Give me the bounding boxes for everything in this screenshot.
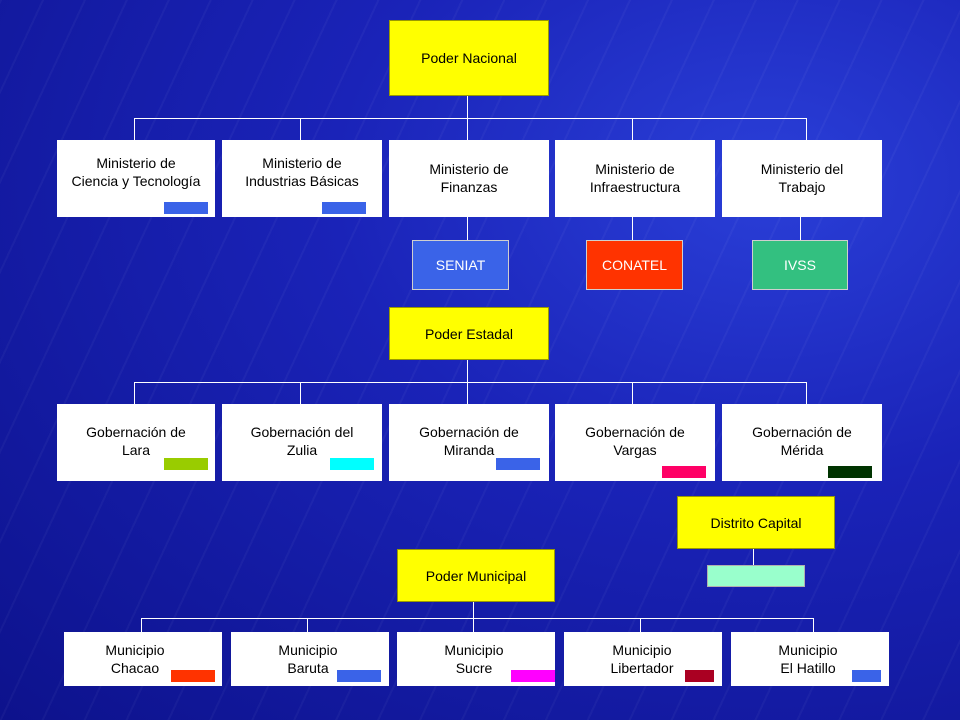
- connector: [473, 602, 474, 618]
- municipio-label: Municipio Sucre: [444, 642, 504, 676]
- municipio-label: Municipio Baruta: [278, 642, 338, 676]
- poder-municipal-box: Poder Municipal: [397, 549, 555, 602]
- municipio-baruta: Municipio Baruta: [231, 632, 389, 686]
- municipio-label: Municipio Libertador: [610, 642, 674, 676]
- connector: [806, 118, 807, 140]
- connector: [753, 549, 754, 565]
- gobernacion-label: Gobernación de Lara: [86, 423, 186, 458]
- connector: [141, 618, 142, 632]
- ministry-color-tag: [164, 202, 208, 214]
- ministry-label: Ministerio de Finanzas: [429, 161, 509, 195]
- municipio-color-tag: [337, 670, 381, 682]
- ministry-label: Ministerio del Trabajo: [760, 161, 844, 195]
- connector: [467, 382, 468, 404]
- connector: [467, 96, 468, 118]
- ministry-label: Ministerio de Infraestructura: [589, 161, 681, 195]
- municipio-chacao: Municipio Chacao: [64, 632, 222, 686]
- connector: [473, 618, 474, 632]
- poder-estadal-box: Poder Estadal: [389, 307, 549, 360]
- connector: [300, 382, 301, 404]
- agency-conatel: CONATEL: [586, 240, 683, 290]
- connector: [632, 217, 633, 240]
- connector: [813, 618, 814, 632]
- connector: [467, 217, 468, 240]
- gobernacion-label: Gobernación de Mérida: [752, 423, 852, 458]
- ministry-label: Ministerio de Industrias Básicas: [245, 154, 359, 189]
- connector: [134, 118, 135, 140]
- connector: [467, 118, 468, 140]
- connector: [134, 382, 806, 383]
- gobernacion-merida: Gobernación de Mérida: [722, 404, 882, 481]
- ministry-finanzas: Ministerio de Finanzas: [389, 140, 549, 217]
- municipio-color-tag: [511, 670, 555, 682]
- agency-seniat: SENIAT: [412, 240, 509, 290]
- connector: [300, 118, 301, 140]
- gobernacion-color-tag: [662, 466, 706, 478]
- gobernacion-label: Gobernación de Vargas: [585, 423, 685, 458]
- connector: [307, 618, 308, 632]
- ministry-color-tag: [322, 202, 366, 214]
- municipio-sucre: Municipio Sucre: [397, 632, 555, 686]
- municipio-color-tag: [852, 670, 881, 682]
- ministry-infraestructura: Ministerio de Infraestructura: [555, 140, 715, 217]
- connector: [134, 118, 806, 119]
- gobernacion-zulia: Gobernación del Zulia: [222, 404, 382, 481]
- gobernacion-label: Gobernación de Miranda: [419, 423, 519, 458]
- connector: [640, 618, 641, 632]
- gobernacion-miranda: Gobernación de Miranda: [389, 404, 549, 481]
- gobernacion-label: Gobernación del Zulia: [250, 423, 354, 458]
- gobernacion-color-tag: [164, 458, 208, 470]
- gobernacion-lara: Gobernación de Lara: [57, 404, 215, 481]
- gobernacion-vargas: Gobernación de Vargas: [555, 404, 715, 481]
- municipio-color-tag: [171, 670, 215, 682]
- connector: [141, 618, 813, 619]
- municipio-color-tag: [685, 670, 714, 682]
- connector: [467, 360, 468, 382]
- connector: [134, 382, 135, 404]
- connector: [806, 382, 807, 404]
- ministry-label: Ministerio de Ciencia y Tecnología: [71, 154, 201, 189]
- gobernacion-color-tag: [496, 458, 540, 470]
- connector: [800, 217, 801, 240]
- ministry-trabajo: Ministerio del Trabajo: [722, 140, 882, 217]
- distrito-capital-box: Distrito Capital: [677, 496, 835, 549]
- gobernacion-color-tag: [828, 466, 872, 478]
- agency-ivss: IVSS: [752, 240, 848, 290]
- ministry-ciencia-tecnologia: Ministerio de Ciencia y Tecnología: [57, 140, 215, 217]
- ministry-industrias-basicas: Ministerio de Industrias Básicas: [222, 140, 382, 217]
- municipio-label: Municipio Chacao: [105, 642, 165, 676]
- municipio-el-hatillo: Municipio El Hatillo: [731, 632, 889, 686]
- gobernacion-color-tag: [330, 458, 374, 470]
- distrito-capital-color-tag: [707, 565, 805, 587]
- connector: [632, 382, 633, 404]
- connector: [632, 118, 633, 140]
- poder-nacional-box: Poder Nacional: [389, 20, 549, 96]
- municipio-label: Municipio El Hatillo: [778, 642, 838, 676]
- municipio-libertador: Municipio Libertador: [564, 632, 722, 686]
